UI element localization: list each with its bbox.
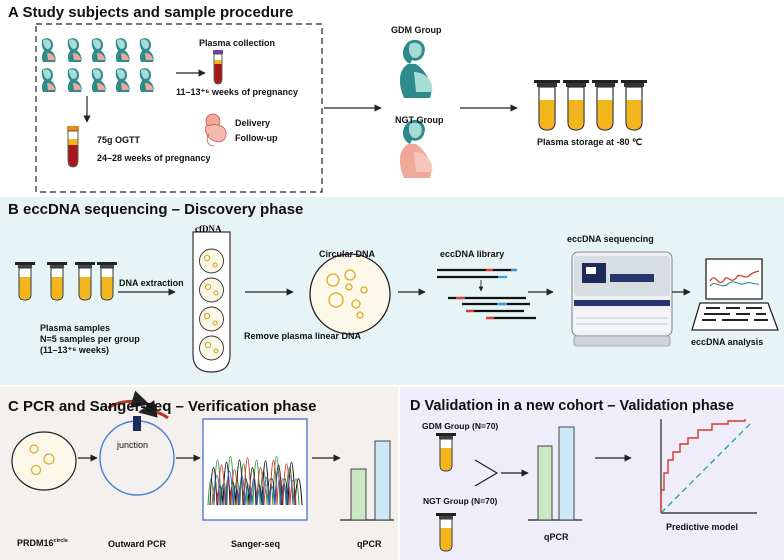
gdm-group-n-label: GDM Group (N=70) xyxy=(422,421,499,431)
cfdna-label: cfDNA xyxy=(195,224,222,234)
ngt-group-label: NGT Group xyxy=(395,115,444,125)
eccdna-analysis-label: eccDNA analysis xyxy=(691,337,764,347)
eccdna-library-label: eccDNA library xyxy=(440,249,505,259)
qpcr-label-d: qPCR xyxy=(544,532,569,542)
gdm-group-label: GDM Group xyxy=(391,25,442,35)
sanger-chromatogram xyxy=(202,418,308,521)
panel-d-title: D Validation in a new cohort – Validatio… xyxy=(410,398,734,414)
pregnant-women-cohort-icons xyxy=(41,38,154,92)
ngt-validation-tube xyxy=(435,512,457,552)
outward-pcr-label: Outward PCR xyxy=(108,539,167,549)
roc-curve-plot xyxy=(660,419,757,514)
ogtt-label: 75g OGTT xyxy=(97,135,141,145)
qpcr-bar-chart-c xyxy=(340,440,394,521)
eccdna-sequencing-label: eccDNA sequencing xyxy=(567,234,654,244)
delivery-label: Delivery xyxy=(235,118,271,128)
panel-a-dashed-box xyxy=(35,23,323,193)
infant-icon xyxy=(205,113,227,147)
prdm16-superscript: circle xyxy=(53,538,68,544)
follow-up-label: Follow-up xyxy=(235,133,278,143)
ngt-pregnant-woman-icon xyxy=(399,119,433,178)
cfdna-tube-icon xyxy=(192,231,231,373)
plasma-sample-tubes xyxy=(14,261,118,301)
sanger-seq-label: Sanger-seq xyxy=(231,539,281,549)
circular-dna-dish xyxy=(309,253,391,335)
dna-extraction-label: DNA extraction xyxy=(119,278,184,288)
ngt-group-n-label: NGT Group (N=70) xyxy=(423,496,498,506)
sequencer-machine-icon xyxy=(571,251,673,347)
predictive-model-label: Predictive model xyxy=(666,522,739,532)
weeks-early-label: 11–13⁺⁶ weeks of pregnancy xyxy=(176,87,298,97)
panel-c-title: C PCR and Sanger-seq – Verification phas… xyxy=(8,398,317,415)
panel-d-background xyxy=(400,387,784,560)
outward-pcr-circle xyxy=(99,390,175,496)
panel-b-title: B eccDNA sequencing – Discovery phase xyxy=(8,201,304,218)
blood-tube-ogtt-icon xyxy=(67,126,79,168)
prdm16-circle-dish xyxy=(11,431,77,491)
eccdna-library-fragments xyxy=(437,268,536,320)
qpcr-label-c: qPCR xyxy=(357,539,382,549)
plasma-samples-label: Plasma samples xyxy=(40,323,111,333)
plasma-storage-tubes xyxy=(533,79,648,131)
remove-linear-dna-label: Remove plasma linear DNA xyxy=(244,331,362,341)
gdm-validation-tube xyxy=(435,432,457,472)
gdm-pregnant-woman-icon xyxy=(399,39,433,98)
circular-dna-label: Circular DNA xyxy=(319,249,376,259)
n-samples-label: N=5 samples per group xyxy=(40,334,140,344)
qpcr-bar-chart-d xyxy=(528,426,582,521)
plasma-collection-label: Plasma collection xyxy=(199,38,276,48)
junction-label: junction xyxy=(117,440,149,450)
weeks-range-label: (11–13⁺⁶ weeks) xyxy=(40,345,109,355)
weeks-late-label: 24–28 weeks of pregnancy xyxy=(97,153,211,163)
panel-a-title: A Study subjects and sample procedure xyxy=(8,4,294,21)
prdm16-text: PRDM16 xyxy=(17,538,54,548)
blood-tube-early-icon xyxy=(213,50,223,85)
analysis-laptop-icon xyxy=(691,258,779,331)
plasma-storage-label: Plasma storage at -80 ℃ xyxy=(537,137,643,147)
prdm16-label: PRDM16circle xyxy=(17,538,68,548)
